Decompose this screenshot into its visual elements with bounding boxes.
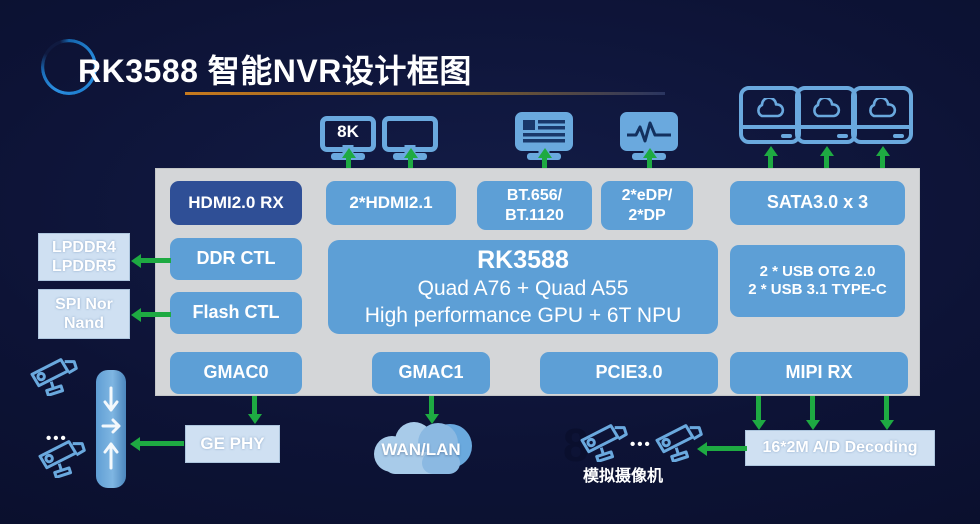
waveform-glyph (627, 121, 671, 143)
block-gmac0[interactable]: GMAC0 (170, 352, 302, 394)
lpddr-line2: LPDDR5 (51, 258, 116, 275)
rockchip-ring-logo-icon (30, 28, 108, 106)
analog-camera-icon-2 (655, 424, 703, 462)
cloud-icon (757, 98, 785, 118)
arrow-gmac0-to-gephy (248, 396, 262, 424)
peripheral-ge-phy[interactable]: GE PHY (185, 425, 280, 463)
block-flash-ctl[interactable]: Flash CTL (170, 292, 302, 334)
core-title: RK3588 (477, 246, 569, 275)
arrow-gmac1-to-wanlan (425, 396, 439, 424)
block-hdmi-rx[interactable]: HDMI2.0 RX (170, 181, 302, 225)
ip-camera-icon-1 (30, 358, 78, 396)
monitor-8k-label: 8K (337, 122, 359, 142)
ip-camera-icon-2 (38, 440, 86, 478)
hdd-body (851, 86, 913, 144)
hdd-separator (799, 125, 853, 129)
block-edp-dp[interactable]: 2*eDP/ 2*DP (601, 181, 693, 230)
arrow-decoder-to-analog-cameras (697, 442, 747, 456)
block-sata[interactable]: SATA3.0 x 3 (730, 181, 905, 225)
analog-camera-icon-1 (580, 424, 628, 462)
spi-line2: Nand (64, 315, 104, 332)
block-pcie[interactable]: PCIE3.0 (540, 352, 718, 394)
title-underline (185, 92, 665, 95)
spi-line1: SPI Nor (55, 295, 113, 313)
hdd-led (781, 134, 792, 138)
peripheral-lpddr[interactable]: LPDDR4 LPDDR5 (38, 233, 130, 281)
block-hdmi-tx[interactable]: 2*HDMI2.1 (326, 181, 456, 225)
block-mipi-rx[interactable]: MIPI RX (730, 352, 908, 394)
block-edp-dp-line1: 2*eDP/ (621, 187, 673, 205)
hard-drive-cloud-icon-2 (795, 86, 857, 144)
hdd-led (837, 134, 848, 138)
block-ddr-ctl[interactable]: DDR CTL (170, 238, 302, 280)
block-bt656[interactable]: BT.656/ BT.1120 (477, 181, 592, 230)
block-usb-line1: 2 * USB OTG 2.0 (759, 263, 876, 280)
peripheral-ad-decoding[interactable]: 16*2M A/D Decoding (745, 430, 935, 466)
hard-drive-cloud-icon-3 (851, 86, 913, 144)
analog-cameras-label: 模拟摄像机 (583, 468, 664, 485)
monitor-content-lines (523, 120, 565, 143)
hdd-separator (855, 125, 909, 129)
peripheral-wan-lan[interactable]: WAN/LAN (362, 422, 480, 476)
hdd-led (893, 134, 904, 138)
network-switch-icon (94, 368, 128, 490)
core-gpu-npu: High performance GPU + 6T NPU (364, 303, 682, 327)
block-usb-line2: 2 * USB 3.1 TYPE-C (748, 281, 887, 298)
arrow-mipi-to-decoder-3 (880, 396, 894, 430)
block-edp-dp-line2: 2*DP (628, 206, 666, 224)
block-gmac1[interactable]: GMAC1 (372, 352, 490, 394)
wan-lan-label: WAN/LAN (381, 440, 461, 459)
analog-cameras-ellipsis: ••• (630, 436, 652, 453)
cloud-icon (374, 422, 472, 474)
cloud-icon (869, 98, 897, 118)
arrow-gephy-to-switch (130, 437, 184, 451)
hdd-body (739, 86, 801, 144)
arrow-mipi-to-decoder-2 (806, 396, 820, 430)
arrow-ddr-to-lpddr (131, 254, 171, 268)
lpddr-line1: LPDDR4 (51, 238, 116, 256)
hard-drive-cloud-icon-1 (739, 86, 801, 144)
block-bt656-line1: BT.656/ (506, 187, 563, 205)
cloud-icon (813, 98, 841, 118)
arrow-mipi-to-decoder-1 (752, 396, 766, 430)
arrow-flash-to-spi (131, 308, 171, 322)
hdd-body (795, 86, 857, 144)
hdd-separator (743, 125, 797, 129)
block-usb[interactable]: 2 * USB OTG 2.0 2 * USB 3.1 TYPE-C (730, 245, 905, 317)
logo-inner-ring (41, 39, 97, 95)
block-bt656-line2: BT.1120 (505, 206, 564, 224)
switch-body (96, 370, 126, 488)
core-cpu: Quad A76 + Quad A55 (417, 277, 629, 301)
block-rk3588-core[interactable]: RK3588 Quad A76 + Quad A55 High performa… (328, 240, 718, 334)
page-title: RK3588 智能NVR设计框图 (78, 53, 472, 89)
ip-cameras-ellipsis: ••• (46, 430, 68, 447)
peripheral-spi-nor-nand[interactable]: SPI Nor Nand (38, 289, 130, 339)
